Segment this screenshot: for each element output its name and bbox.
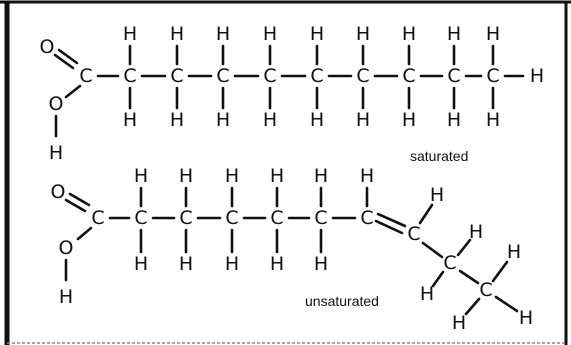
sat-top-hydrogen-atom: H (123, 23, 137, 45)
unsat-terminal-carbon-atom: C (479, 279, 492, 301)
unsat-carboxyl-carbon-atom: C (91, 207, 104, 229)
unsat-c-h-bond (418, 203, 434, 225)
unsat-cc-double-bond-a (376, 212, 407, 228)
unsat-terminal-hydrogen-atom: H (452, 312, 466, 334)
sat-chain-carbon-atom: C (356, 65, 369, 87)
unsat-terminal-hydrogen-atom: H (507, 241, 521, 263)
saturated-label: saturated (410, 148, 468, 164)
sat-bottom-hydrogen-atom: H (486, 109, 500, 131)
unsat-c-oh-bond (76, 226, 93, 241)
sat-bottom-hydrogen-atom: H (123, 109, 137, 131)
sat-bottom-hydrogen-atom: H (447, 109, 461, 131)
unsat-bottom-hydrogen-atom: H (134, 253, 148, 275)
unsat-top-hydrogen-atom: H (314, 165, 328, 187)
atom-labels: OCOHCHHCHHCHHCHHCHHCHHCHHCHHCHHHOCOHCHHC… (40, 23, 545, 334)
unsat-carbonyl-oxygen-atom: O (51, 181, 66, 203)
sat-hydroxyl-oxygen-atom: O (49, 93, 64, 115)
unsat-chain-carbon-atom: C (134, 207, 147, 229)
sat-carboxyl-carbon-atom: C (79, 65, 92, 87)
sat-chain-carbon-atom: C (263, 65, 276, 87)
unsat-alkene-hydrogen-atom: H (430, 184, 444, 206)
bond-lines (53, 44, 525, 316)
sat-top-hydrogen-atom: H (263, 23, 277, 45)
sat-carbonyl-oxygen-atom: O (40, 36, 55, 58)
sat-chain-carbon-atom: C (486, 65, 499, 87)
unsat-alkene-carbon-atom: C (407, 223, 420, 245)
sat-bottom-hydrogen-atom: H (310, 109, 324, 131)
sat-top-hydrogen-atom: H (216, 23, 230, 45)
unsat-bottom-hydrogen-atom: H (225, 253, 239, 275)
unsat-top-hydrogen-atom: H (270, 165, 284, 187)
unsat-top-hydrogen-atom: H (360, 165, 374, 187)
unsat-chain-carbon-atom: C (270, 207, 283, 229)
unsat-double-bond-a (64, 198, 87, 213)
sat-top-hydrogen-atom: H (486, 23, 500, 45)
unsat-chain-carbon-atom: C (225, 207, 238, 229)
sat-bottom-hydrogen-atom: H (263, 109, 277, 131)
sat-chain-carbon-atom: C (170, 65, 183, 87)
sat-chain-carbon-atom: C (123, 65, 136, 87)
unsat-double-bond-b (68, 192, 91, 207)
unsat-chain-bond (458, 269, 480, 285)
sat-bottom-hydrogen-atom: H (170, 109, 184, 131)
sat-terminal-hydrogen-atom: H (530, 65, 544, 87)
sat-top-hydrogen-atom: H (170, 23, 184, 45)
unsaturated-label: unsaturated (305, 293, 379, 309)
unsat-alkene-carbon-atom: C (360, 207, 373, 229)
unsat-tail-hydrogen-atom: H (420, 283, 434, 305)
unsat-c-h-bond (456, 238, 472, 257)
unsat-hydroxyl-hydrogen-atom: H (59, 286, 73, 308)
sat-top-hydrogen-atom: H (447, 23, 461, 45)
unsat-c-h-bond (494, 295, 519, 313)
sat-c-oh-bond (64, 84, 82, 99)
unsat-bottom-hydrogen-atom: H (270, 253, 284, 275)
unsat-chain-bond (421, 241, 444, 259)
unsat-c-h-bond (431, 270, 445, 288)
unsat-top-hydrogen-atom: H (225, 165, 239, 187)
unsat-tail-hydrogen-atom: H (469, 221, 483, 243)
sat-bottom-hydrogen-atom: H (402, 109, 416, 131)
sat-bottom-hydrogen-atom: H (216, 109, 230, 131)
unsat-bottom-hydrogen-atom: H (314, 253, 328, 275)
unsat-cc-double-bond-b (374, 219, 404, 235)
unsat-bottom-hydrogen-atom: H (179, 253, 193, 275)
unsat-tail-carbon-atom: C (443, 252, 456, 274)
sat-bottom-hydrogen-atom: H (356, 109, 370, 131)
sat-double-bond-a (53, 53, 75, 70)
sat-chain-carbon-atom: C (310, 65, 323, 87)
unsat-hydroxyl-oxygen-atom: O (59, 237, 74, 259)
unsat-chain-carbon-atom: C (179, 207, 192, 229)
sat-hydroxyl-hydrogen-atom: H (49, 142, 63, 164)
sat-chain-carbon-atom: C (402, 65, 415, 87)
sat-chain-carbon-atom: C (447, 65, 460, 87)
unsat-c-h-bond (491, 260, 509, 283)
sat-chain-carbon-atom: C (216, 65, 229, 87)
sat-top-hydrogen-atom: H (356, 23, 370, 45)
unsat-top-hydrogen-atom: H (134, 165, 148, 187)
sat-top-hydrogen-atom: H (310, 23, 324, 45)
unsat-top-hydrogen-atom: H (179, 165, 193, 187)
sat-double-bond-b (57, 48, 79, 65)
unsat-chain-carbon-atom: C (314, 207, 327, 229)
unsat-terminal-hydrogen-atom: H (519, 307, 533, 329)
unsat-c-h-bond (464, 297, 481, 316)
sat-top-hydrogen-atom: H (402, 23, 416, 45)
